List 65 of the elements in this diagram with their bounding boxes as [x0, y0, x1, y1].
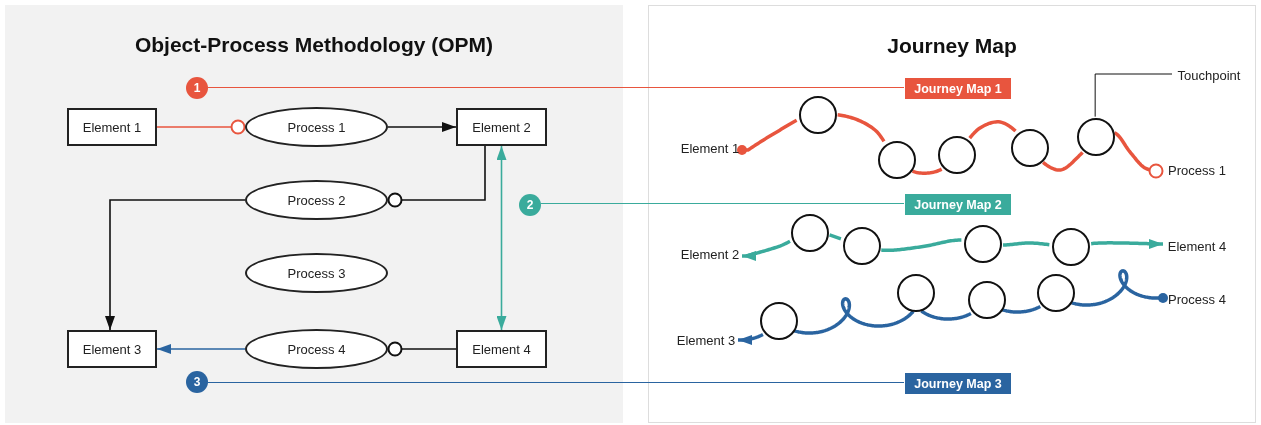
connector [156, 119, 246, 135]
element-box: Element 4 [456, 330, 547, 368]
node-label: Element 3 [673, 331, 739, 349]
element-box: Element 1 [67, 108, 157, 146]
journey-path [1001, 304, 1042, 314]
journey-tag: Journey Map 3 [905, 373, 1011, 394]
node-label: Element 4 [1164, 237, 1230, 255]
panel-background [648, 5, 1256, 423]
journey-path [1042, 151, 1084, 172]
panel-title: Journey Map [887, 34, 1017, 58]
process-ellipse: Process 2 [245, 180, 388, 220]
touchpoint-circle [1011, 128, 1050, 167]
journey-path [1090, 239, 1163, 249]
journey-path [911, 167, 943, 175]
number-badge: 1 [186, 77, 208, 99]
touchpoint-circle [877, 140, 916, 179]
touchpoint-circle [938, 136, 977, 175]
node-label: Element 1 [677, 139, 743, 157]
touchpoint-circle [1077, 117, 1116, 156]
connector [496, 145, 507, 331]
journey-path [1113, 131, 1164, 179]
touchpoint-circle [798, 96, 837, 135]
connector [387, 145, 486, 208]
journey-path [968, 120, 1017, 140]
journey-path [742, 239, 791, 261]
process-ellipse: Process 3 [245, 253, 388, 293]
connector [540, 203, 905, 204]
node-label: Process 4 [1164, 290, 1230, 308]
journey-path [1002, 241, 1050, 247]
journey-tag: Journey Map 2 [905, 194, 1011, 215]
connector [387, 341, 457, 357]
touchpoint-circle [964, 224, 1003, 263]
touchpoint-circle [967, 281, 1006, 320]
touchpoint-circle [759, 302, 798, 341]
connector [207, 87, 905, 88]
journey-path [1071, 269, 1168, 307]
touchpoint-circle [1052, 227, 1091, 266]
panel-background [5, 5, 623, 423]
element-box: Element 3 [67, 330, 157, 368]
number-badge: 2 [519, 194, 541, 216]
journey-tag: Journey Map 1 [905, 78, 1011, 99]
touchpoint-circle [842, 227, 881, 266]
journey-path [793, 297, 915, 335]
touchpoint-label: Touchpoint [1173, 66, 1245, 84]
journey-path [737, 118, 798, 155]
touchpoint-circle [790, 214, 829, 253]
touchpoint-circle [1037, 274, 1076, 313]
node-label: Element 2 [677, 245, 743, 263]
process-ellipse: Process 1 [245, 107, 388, 147]
connector [156, 344, 246, 354]
node-label: Process 1 [1164, 161, 1230, 179]
touchpoint-circle [897, 273, 936, 312]
element-box: Element 2 [456, 108, 547, 146]
journey-path [829, 233, 842, 241]
process-ellipse: Process 4 [245, 329, 388, 369]
journey-path [881, 238, 962, 253]
connector [207, 382, 905, 383]
connector [387, 122, 457, 132]
number-badge: 3 [186, 371, 208, 393]
journey-path [837, 113, 886, 143]
journey-path [738, 332, 764, 345]
panel-title: Object-Process Methodology (OPM) [134, 33, 494, 57]
journey-path [920, 309, 972, 321]
leader-line [1094, 73, 1173, 118]
connector [105, 199, 246, 331]
